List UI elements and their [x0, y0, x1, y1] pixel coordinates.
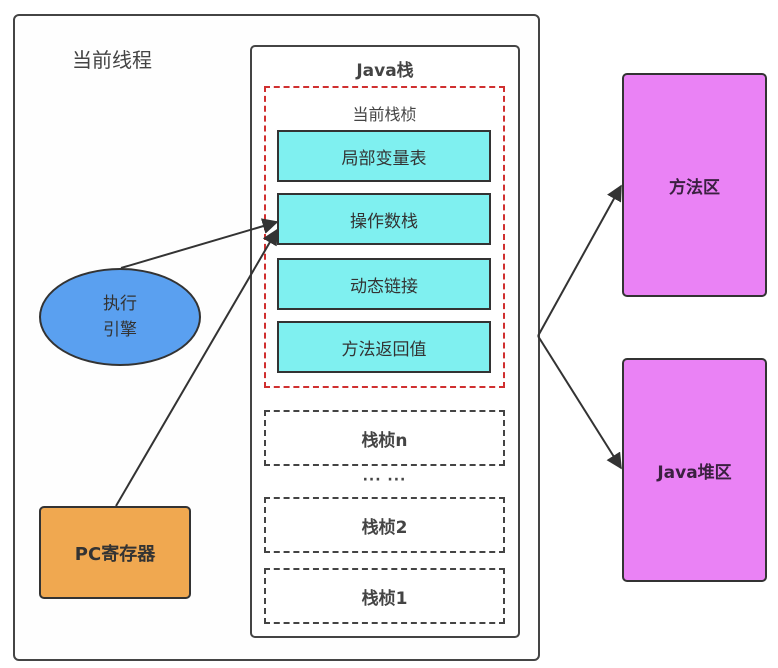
method-area: 方法区 — [622, 73, 767, 297]
execution-engine-line1: 执行 — [103, 294, 137, 314]
execution-engine: 执行 引擎 — [39, 268, 201, 366]
local-variable-table: 局部变量表 — [277, 130, 491, 182]
stack-to-method-area-arrow — [537, 184, 622, 337]
dynamic-linking: 动态链接 — [277, 258, 491, 310]
java-stack-title: Java栈 — [356, 61, 414, 81]
execution-engine-line2: 引擎 — [103, 320, 137, 340]
stack-frame-n: 栈桢n — [264, 410, 505, 466]
operand-stack: 操作数栈 — [277, 193, 491, 245]
stack-frame-1: 栈桢1 — [264, 568, 505, 624]
stack-to-heap-arrow — [537, 335, 622, 470]
frames-ellipsis: ··· ··· — [362, 472, 407, 488]
current-stack-frame-title: 当前栈桢 — [352, 105, 417, 124]
pc-register: PC寄存器 — [39, 506, 191, 599]
stack-frame-2: 栈桢2 — [264, 497, 505, 553]
java-heap: Java堆区 — [622, 358, 767, 582]
return-address: 方法返回值 — [277, 321, 491, 373]
current-thread-title: 当前线程 — [72, 48, 152, 72]
